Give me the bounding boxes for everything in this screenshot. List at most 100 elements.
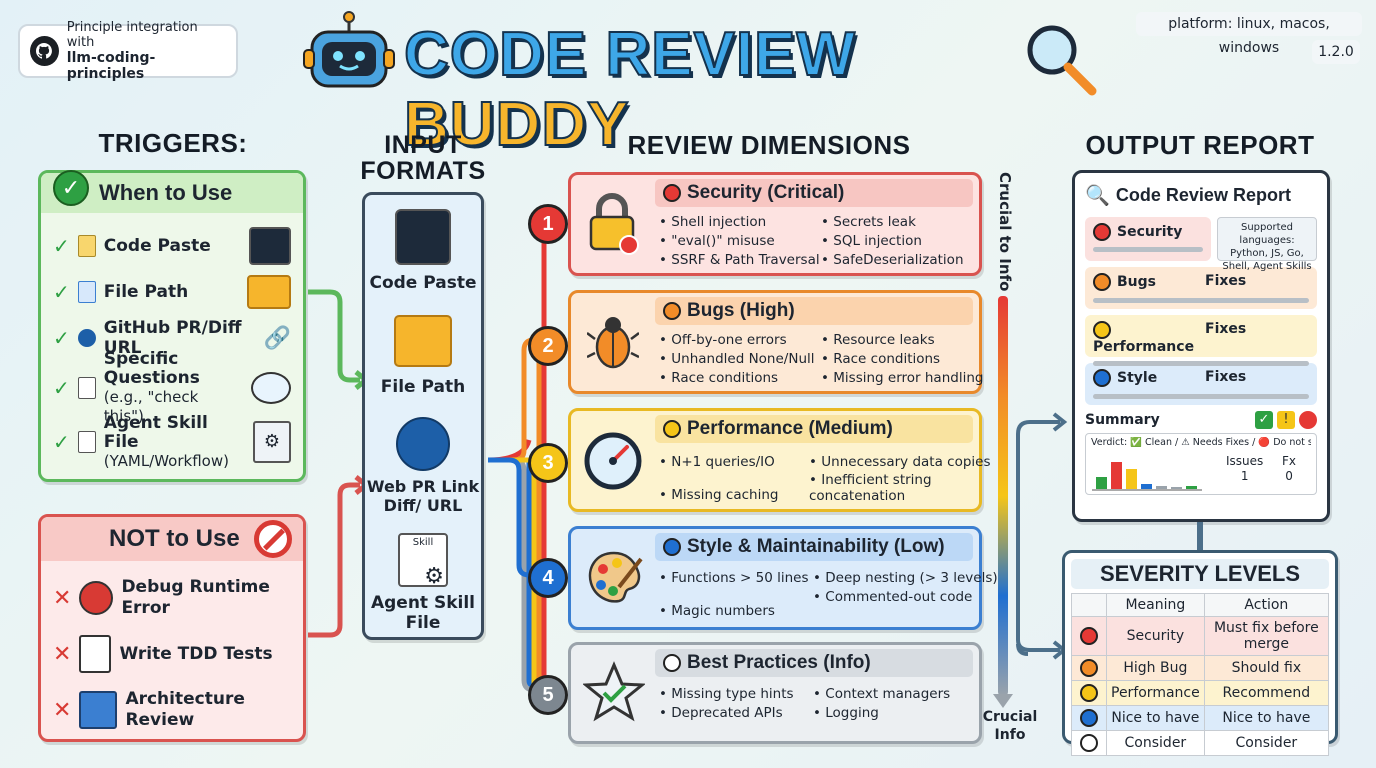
- dimension-title-bar: Style & Maintainability (Low): [655, 533, 973, 561]
- dimension-item: Race conditions: [821, 350, 983, 369]
- star-icon: [582, 661, 646, 723]
- dimension-circle-5: 5: [528, 675, 568, 715]
- mini-bar: [1141, 484, 1152, 489]
- report-card: 🔍 Code Review Report Security Supported …: [1072, 170, 1330, 522]
- dimension-number: 1: [528, 204, 568, 244]
- dimension-item: Deep nesting (> 3 levels): [813, 569, 997, 588]
- fix-value: 0: [1285, 469, 1293, 483]
- when-item-text: Specific Questions (e.g., "check this"): [104, 350, 243, 426]
- report-title: Code Review Report: [1115, 184, 1291, 205]
- not-to-use-panel: NOT to Use ✕ Debug Runtime Error ✕ Write…: [38, 514, 306, 742]
- report-row-fix: Fixes: [1205, 321, 1247, 337]
- dimension-col1: N+1 queries/IO Missing caching: [659, 453, 778, 505]
- review-dimensions-heading: REVIEW DIMENSIONS: [627, 130, 911, 160]
- folder-icon: [247, 275, 291, 309]
- prohibited-icon: [253, 520, 292, 558]
- severity-dot: [1080, 709, 1098, 727]
- when-item-github-pr[interactable]: ✓ GitHub PR/Diff URL 🔗: [53, 315, 291, 361]
- dimension-item: N+1 queries/IO: [659, 453, 778, 472]
- when-item-agent-skill[interactable]: ✓ Agent Skill File (YAML/Workflow) ⚙: [53, 413, 291, 471]
- cross-icon: ✕: [53, 697, 72, 723]
- mini-bar-chart: [1092, 462, 1202, 491]
- dimension-item: Inefficient string concatenation: [809, 472, 959, 504]
- input-item-file-path[interactable]: File Path: [365, 315, 481, 397]
- dimension-style[interactable]: Style & Maintainability (Low) Functions …: [568, 526, 998, 630]
- platform-text: platform: linux, macos, windows: [1136, 12, 1362, 56]
- input-item-web-pr[interactable]: Web PR Link Diff/ URL: [365, 417, 481, 515]
- severity-meaning: Performance: [1106, 680, 1205, 706]
- report-row-performance[interactable]: Performance Fixes: [1085, 315, 1317, 366]
- cross-icon: ✕: [53, 585, 72, 611]
- skill-gear-icon: ⚙: [253, 421, 291, 463]
- input-heading-line1: INPUT: [384, 131, 462, 159]
- severity-row[interactable]: Nice to have Nice to have: [1071, 705, 1330, 731]
- mini-bar: [1111, 462, 1122, 489]
- input-item-label: Code Paste: [369, 273, 477, 293]
- dimension-item: Missing error handling: [821, 369, 983, 388]
- input-item-code-paste[interactable]: Code Paste: [365, 209, 481, 293]
- dimension-title: Style & Maintainability (Low): [687, 536, 945, 557]
- severity-dot: [663, 654, 681, 672]
- report-row-style[interactable]: Style Fixes: [1085, 363, 1317, 405]
- report-row-bugs[interactable]: Bugs Fixes: [1085, 267, 1317, 309]
- dimension-circle-4: 4: [528, 558, 568, 598]
- dimension-circle-3: 3: [528, 443, 568, 483]
- mini-bar: [1126, 469, 1137, 489]
- severity-header-meaning: Meaning: [1106, 593, 1205, 617]
- mini-bar: [1186, 486, 1197, 489]
- report-row-label: Bugs: [1117, 274, 1156, 290]
- dimension-best-practices[interactable]: Best Practices (Info) Missing type hints…: [568, 642, 982, 744]
- placeholder-line: [1093, 393, 1309, 399]
- side-label-bottom-1: Crucial: [982, 709, 1038, 725]
- integration-badge[interactable]: Principle integration with llm-coding-pr…: [18, 20, 238, 82]
- dimension-bugs[interactable]: Bugs (High) Off-by-one errors Unhandled …: [568, 290, 983, 394]
- severity-table: Meaning Action Security Must fix before …: [1071, 593, 1330, 756]
- not-item-debug[interactable]: ✕ Debug Runtime Error: [53, 569, 291, 627]
- folder-icon: [394, 315, 452, 367]
- severity-row[interactable]: Consider Consider: [1071, 730, 1330, 756]
- check-icon: ✓: [53, 376, 70, 400]
- severity-row[interactable]: Performance Recommend: [1071, 680, 1330, 706]
- dimension-col1: Off-by-one errors Unhandled None/Null Ra…: [659, 331, 814, 388]
- severity-row[interactable]: High Bug Should fix: [1071, 655, 1330, 681]
- when-item-text: Agent Skill File (YAML/Workflow): [104, 413, 245, 471]
- dimension-item: Shell injection: [659, 213, 820, 232]
- dimension-col1: Missing type hints Deprecated APIs: [659, 685, 793, 723]
- when-item-label: Code Paste: [103, 236, 211, 256]
- input-item-agent-skill[interactable]: Skill ⚙ Agent Skill File: [365, 533, 481, 633]
- when-item-file-path[interactable]: ✓ File Path: [53, 269, 291, 315]
- placeholder-line: [1093, 361, 1309, 366]
- robot-logo: [302, 10, 398, 92]
- issues-value: 1: [1240, 469, 1249, 483]
- when-item-code-paste[interactable]: ✓ Code Paste: [53, 223, 291, 269]
- document-icon: [77, 377, 96, 399]
- severity-action: Nice to have: [1203, 705, 1330, 731]
- not-item-line1: Debug Runtime: [121, 577, 270, 597]
- input-item-line1: Web PR Link: [366, 477, 480, 496]
- dimension-item: Missing type hints: [659, 685, 793, 704]
- when-header: ✓ When to Use: [41, 170, 303, 213]
- severity-header-row: Meaning Action: [1071, 593, 1330, 617]
- link-icon: 🔗: [263, 325, 291, 351]
- dimension-title-bar: Security (Critical): [655, 179, 973, 207]
- dimension-performance[interactable]: Performance (Medium) N+1 queries/IO Miss…: [568, 408, 991, 512]
- not-item-tdd[interactable]: ✕ Write TDD Tests: [53, 627, 291, 681]
- not-item-architecture[interactable]: ✕ Architecture Review: [53, 681, 291, 739]
- dimension-col2: Unnecessary data copies Inefficient stri…: [809, 453, 991, 504]
- severity-row[interactable]: Security Must fix before merge: [1071, 616, 1330, 656]
- side-label-top: Crucial to Info: [996, 172, 1014, 292]
- dimension-number: 5: [528, 675, 568, 715]
- github-icon: [77, 329, 96, 347]
- placeholder-line: [1093, 297, 1309, 303]
- when-item-specific-questions[interactable]: ✓ Specific Questions (e.g., "check this"…: [53, 350, 291, 425]
- severity-dot: [1093, 273, 1111, 291]
- dimension-item: SSRF & Path Traversal: [659, 251, 819, 270]
- input-item-label: Web PR Link Diff/ URL: [365, 477, 481, 515]
- dimension-item: Unnecessary data copies: [809, 453, 990, 472]
- cross-icon: ✕: [53, 641, 72, 667]
- report-row-security[interactable]: Security: [1085, 217, 1211, 261]
- dimension-col2: Context managers Logging: [813, 685, 950, 723]
- dimension-security[interactable]: Security (Critical) Shell injection "eva…: [568, 172, 982, 276]
- when-to-use-panel: ✓ When to Use ✓ Code Paste ✓ File Path ✓…: [38, 170, 306, 482]
- check-icon: ✓: [1255, 411, 1273, 429]
